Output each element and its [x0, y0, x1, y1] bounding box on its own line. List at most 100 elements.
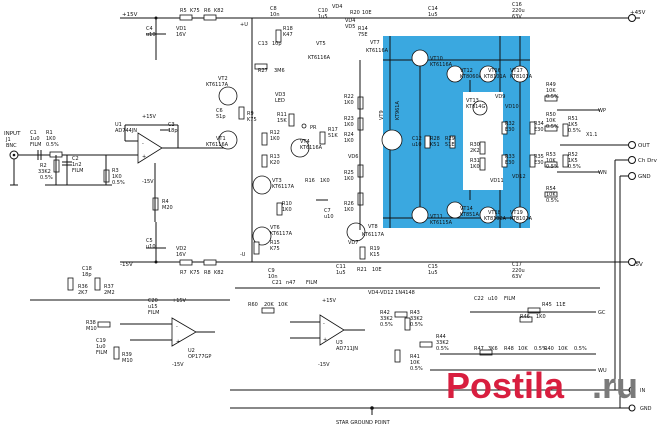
svg-text:3K6: 3K6	[488, 346, 498, 352]
svg-text:C7: C7	[324, 208, 331, 214]
svg-text:VT8: VT8	[368, 224, 378, 230]
svg-text:1K0: 1K0	[536, 314, 546, 320]
trimmer-pr: PR	[310, 125, 317, 131]
svg-text:n47: n47	[286, 280, 296, 286]
svg-text:VD7: VD7	[348, 240, 358, 246]
svg-text:E30: E30	[505, 160, 515, 166]
svg-text:0.5%: 0.5%	[568, 128, 581, 134]
svg-text:C17: C17	[512, 262, 522, 268]
svg-text:C10: C10	[318, 8, 328, 14]
svg-text:KT6116A: KT6116A	[308, 55, 331, 61]
watermark: Postila .ru	[446, 365, 638, 406]
svg-text:+45V: +45V	[630, 10, 646, 16]
svg-text:K20: K20	[270, 160, 280, 166]
svg-text:1u5: 1u5	[428, 12, 438, 18]
output-connectors: WP WN OUT Ch Drv GND GC WU IN GND	[598, 14, 658, 412]
svg-text:C18: C18	[82, 266, 92, 272]
svg-text:K75: K75	[190, 8, 200, 14]
svg-text:R48: R48	[504, 346, 514, 352]
svg-text:KT8102A: KT8102A	[510, 216, 533, 222]
svg-text:R26: R26	[344, 201, 354, 207]
svg-text:C13: C13	[258, 41, 268, 47]
svg-text:K51: K51	[430, 142, 440, 148]
svg-text:10n: 10n	[270, 12, 280, 18]
input-title: INPUT	[4, 131, 21, 137]
svg-text:R37: R37	[104, 284, 114, 290]
svg-text:1K0: 1K0	[344, 176, 354, 182]
svg-text:51p: 51p	[216, 114, 226, 120]
svg-text:1K0: 1K0	[282, 207, 292, 213]
svg-text:FILM: FILM	[148, 310, 159, 316]
label-wp: WP	[598, 108, 606, 114]
svg-text:VT5: VT5	[316, 41, 326, 47]
svg-text:R50: R50	[546, 112, 556, 118]
svg-text:0.5%: 0.5%	[546, 124, 559, 130]
svg-text:VT3: VT3	[272, 178, 282, 184]
svg-text:C15: C15	[428, 264, 438, 270]
svg-text:33K2: 33K2	[380, 316, 393, 322]
svg-text:u10: u10	[146, 32, 156, 38]
svg-text:R40: R40	[544, 346, 554, 352]
svg-text:R49: R49	[546, 82, 556, 88]
svg-text:0.5%: 0.5%	[112, 180, 125, 186]
svg-text:0.5%: 0.5%	[546, 94, 559, 100]
svg-text:15K: 15K	[277, 118, 287, 124]
svg-text:+15V: +15V	[142, 114, 157, 120]
svg-text:0.5%: 0.5%	[436, 346, 449, 352]
svg-text:220u: 220u	[512, 268, 525, 274]
svg-text:VT13: VT13	[466, 98, 479, 104]
svg-text:0.5%: 0.5%	[546, 198, 559, 204]
svg-text:0.5%: 0.5%	[534, 346, 547, 352]
svg-text:KT6116A: KT6116A	[366, 48, 389, 54]
neg45-terminal[interactable]	[628, 258, 636, 266]
ch-drv-terminal[interactable]	[628, 156, 636, 164]
svg-text:20K: 20K	[264, 302, 274, 308]
svg-text:FILM: FILM	[504, 296, 515, 302]
opamp-u1: - + U1 AD744JN +15V -15V C3 18p R4 M20	[115, 114, 225, 222]
svg-text:R3: R3	[112, 168, 119, 174]
svg-text:-15V: -15V	[172, 362, 184, 368]
svg-text:10K: 10K	[558, 346, 568, 352]
svg-text:VD11: VD11	[490, 178, 504, 184]
svg-text:R19: R19	[370, 246, 380, 252]
svg-text:AD711JN: AD711JN	[336, 346, 358, 352]
svg-text:1u5: 1u5	[336, 270, 346, 276]
svg-text:18p: 18p	[168, 128, 178, 134]
svg-text:11E: 11E	[556, 302, 566, 308]
svg-text:1K5: 1K5	[568, 158, 578, 164]
svg-text:10K: 10K	[546, 118, 556, 124]
svg-text:OUT: OUT	[638, 143, 650, 149]
protection-circuit: VT13 KT814G VD9 VD10 R30 2K2 R31 1K0 R32…	[463, 82, 600, 204]
svg-text:KT6117A: KT6117A	[206, 82, 229, 88]
svg-text:KT8101A: KT8101A	[510, 74, 533, 80]
svg-text:K75: K75	[247, 117, 257, 123]
svg-text:R21: R21	[357, 267, 367, 273]
svg-text:0.5%: 0.5%	[40, 175, 53, 181]
svg-text:R17: R17	[328, 127, 338, 133]
svg-text:18p: 18p	[82, 272, 92, 278]
out-terminal[interactable]	[628, 141, 636, 149]
svg-text:E30: E30	[534, 127, 544, 133]
svg-text:KT6116A: KT6116A	[206, 142, 229, 148]
svg-text:1K0: 1K0	[344, 122, 354, 128]
svg-text:VT10: VT10	[430, 56, 443, 62]
svg-text:1u5: 1u5	[428, 270, 438, 276]
gnd-terminal[interactable]	[628, 172, 636, 180]
svg-text:R52: R52	[568, 152, 578, 158]
svg-text:K75: K75	[270, 246, 280, 252]
servo-section: C18 18p R36 2K7 R37 2M2 C20 u15 FILM +15…	[30, 266, 630, 426]
svg-text:1u0: 1u0	[96, 344, 106, 350]
svg-text:R47: R47	[474, 346, 484, 352]
svg-text:R12: R12	[270, 130, 280, 136]
svg-text:VD2: VD2	[176, 246, 186, 252]
svg-text:VT2: VT2	[218, 76, 228, 82]
svg-text:R28: R28	[430, 136, 440, 142]
svg-text:0.5%: 0.5%	[410, 322, 423, 328]
svg-text:KT961A: KT961A	[395, 101, 401, 120]
svg-text:R15: R15	[270, 240, 280, 246]
watermark-brand: Postila	[446, 365, 565, 406]
label-gc: GC	[598, 310, 606, 316]
svg-text:33K2: 33K2	[38, 169, 51, 175]
pos45-terminal[interactable]	[628, 14, 636, 22]
svg-text:K82: K82	[214, 270, 224, 276]
